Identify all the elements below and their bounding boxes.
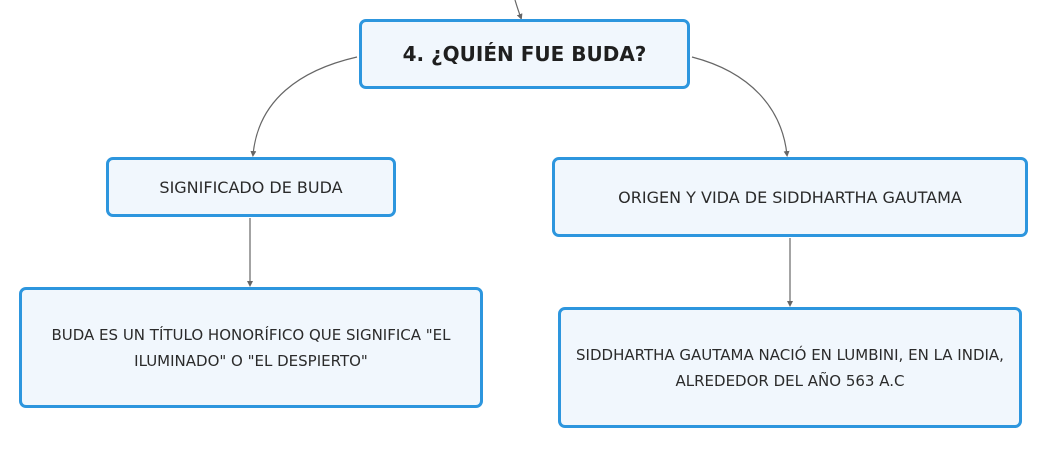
connector-root-to-significado bbox=[250, 56, 358, 157]
root-topic-label: 4. ¿QUIÉN FUE BUDA? bbox=[402, 42, 647, 66]
subtopic-label-origen: ORIGEN Y VIDA DE SIDDHARTHA GAUTAMA bbox=[618, 187, 962, 207]
detail-label-buda-titulo: BUDA ES UN TÍTULO HONORÍFICO QUE SIGNIFI… bbox=[51, 325, 451, 370]
subtopic-node-origen[interactable]: ORIGEN Y VIDA DE SIDDHARTHA GAUTAMA bbox=[552, 157, 1028, 237]
subtopic-node-significado[interactable]: SIGNIFICADO DE BUDA bbox=[106, 157, 396, 217]
connector-incoming-root bbox=[514, 0, 523, 20]
detail-node-siddhartha[interactable]: SIDDHARTHA GAUTAMA NACIÓ EN LUMBINI, EN … bbox=[558, 307, 1022, 428]
root-topic-node[interactable]: 4. ¿QUIÉN FUE BUDA? bbox=[359, 19, 690, 89]
detail-node-buda-titulo[interactable]: BUDA ES UN TÍTULO HONORÍFICO QUE SIGNIFI… bbox=[19, 287, 483, 408]
detail-label-siddhartha: SIDDHARTHA GAUTAMA NACIÓ EN LUMBINI, EN … bbox=[576, 345, 1004, 390]
connector-root-to-origen bbox=[691, 56, 790, 157]
subtopic-label-significado: SIGNIFICADO DE BUDA bbox=[159, 177, 343, 197]
